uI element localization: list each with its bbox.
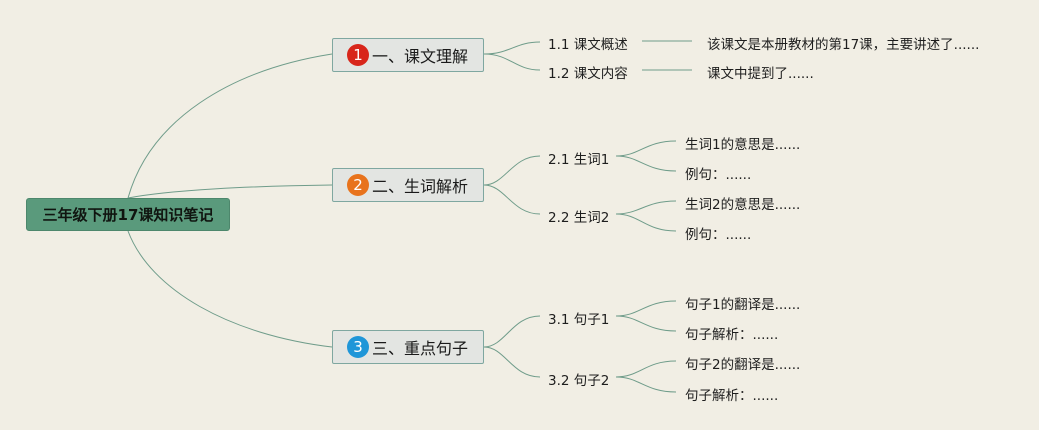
sub-node-2-1[interactable]: 2.1 生词1 [548,152,610,168]
leaf-3-2-1[interactable]: 句子2的翻译是...... [685,357,801,373]
branch-node-1[interactable]: 1 一、课文理解 [332,38,484,72]
sub-node-1-2[interactable]: 1.2 课文内容 [548,66,628,82]
branch-label-3: 三、重点句子 [372,339,469,358]
leaf-3-1-1[interactable]: 句子1的翻译是...... [685,297,801,313]
leaf-2-1-2[interactable]: 例句：...... [685,167,752,183]
leaf-3-1-2[interactable]: 句子解析：...... [685,327,779,343]
number-badge-3-icon: 3 [347,336,369,358]
number-badge-2-icon: 2 [347,174,369,196]
root-label: 三年级下册17课知识笔记 [42,206,214,224]
sub-node-1-1[interactable]: 1.1 课文概述 [548,37,628,53]
sub-node-3-2[interactable]: 3.2 句子2 [548,373,610,389]
branch-label-1: 一、课文理解 [372,47,469,66]
number-badge-1-icon: 1 [347,44,369,66]
leaf-2-1-1[interactable]: 生词1的意思是...... [685,137,801,153]
root-node[interactable]: 三年级下册17课知识笔记 [26,198,230,231]
leaf-2-2-1[interactable]: 生词2的意思是...... [685,197,801,213]
leaf-3-2-2[interactable]: 句子解析：...... [685,388,779,404]
sub-node-2-2[interactable]: 2.2 生词2 [548,210,610,226]
leaf-2-2-2[interactable]: 例句：...... [685,227,752,243]
branch-label-2: 二、生词解析 [372,177,469,196]
branch-node-3[interactable]: 3 三、重点句子 [332,330,484,364]
leaf-1-1-1[interactable]: 该课文是本册教材的第17课，主要讲述了...... [707,37,980,53]
leaf-1-2-1[interactable]: 课文中提到了...... [707,66,814,82]
sub-node-3-1[interactable]: 3.1 句子1 [548,312,610,328]
branch-node-2[interactable]: 2 二、生词解析 [332,168,484,202]
